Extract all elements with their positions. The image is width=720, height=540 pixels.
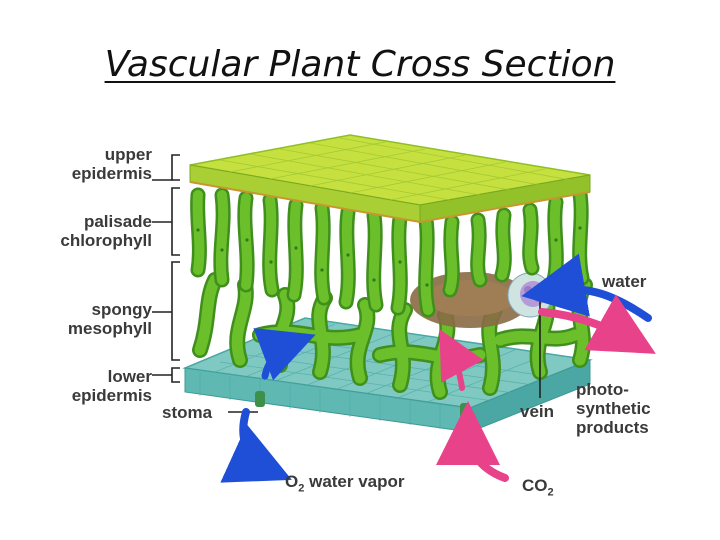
label-upper-epidermis-line1: upper (104, 145, 152, 164)
label-lower-epidermis: lower epidermis (40, 367, 152, 405)
label-o2: O (285, 472, 299, 491)
label-upper-epidermis-line2: epidermis (71, 164, 152, 183)
label-photosynthetic-products: photo- synthetic products (576, 380, 651, 437)
label-vein: vein (520, 402, 555, 421)
label-o2-water-vapor: O2 water vapor (285, 472, 405, 498)
co2-in-arrow (436, 401, 509, 482)
label-water-vapor: water vapor (309, 472, 405, 491)
label-photo-line2: synthetic (576, 399, 651, 418)
label-palisade: palisade chlorophyll (30, 212, 152, 250)
label-spongy-line2: mesophyll (67, 319, 152, 338)
label-lower-epidermis-line2: epidermis (71, 386, 152, 405)
label-lower-epidermis-line1: lower (107, 367, 152, 386)
oxygen-up-arrow (253, 328, 316, 381)
co2-up-arrow (439, 329, 484, 391)
label-palisade-line1: palisade (83, 212, 152, 231)
oxygen-out-arrow (220, 408, 292, 483)
label-spongy-mesophyll: spongy mesophyll (30, 300, 152, 338)
label-co2: CO2 (522, 476, 554, 502)
diagram-title: Vascular Plant Cross Section (104, 44, 616, 85)
label-water: water (602, 272, 647, 291)
label-stoma: stoma (162, 403, 213, 422)
label-o2-subscript: 2 (298, 482, 305, 495)
photosynthetic-products-arrow (538, 294, 656, 354)
upper-epidermis-layer (189, 134, 591, 224)
label-upper-epidermis: upper epidermis (40, 145, 152, 183)
palisade-layer (190, 186, 590, 318)
label-co2-text: CO (522, 476, 548, 495)
process-arrows (220, 253, 656, 483)
label-palisade-line2: chlorophyll (60, 231, 152, 250)
label-co2-subscript: 2 (547, 486, 554, 499)
label-spongy-line1: spongy (91, 300, 152, 319)
label-photo-line1: photo- (576, 380, 629, 399)
label-photo-line3: products (576, 418, 649, 437)
